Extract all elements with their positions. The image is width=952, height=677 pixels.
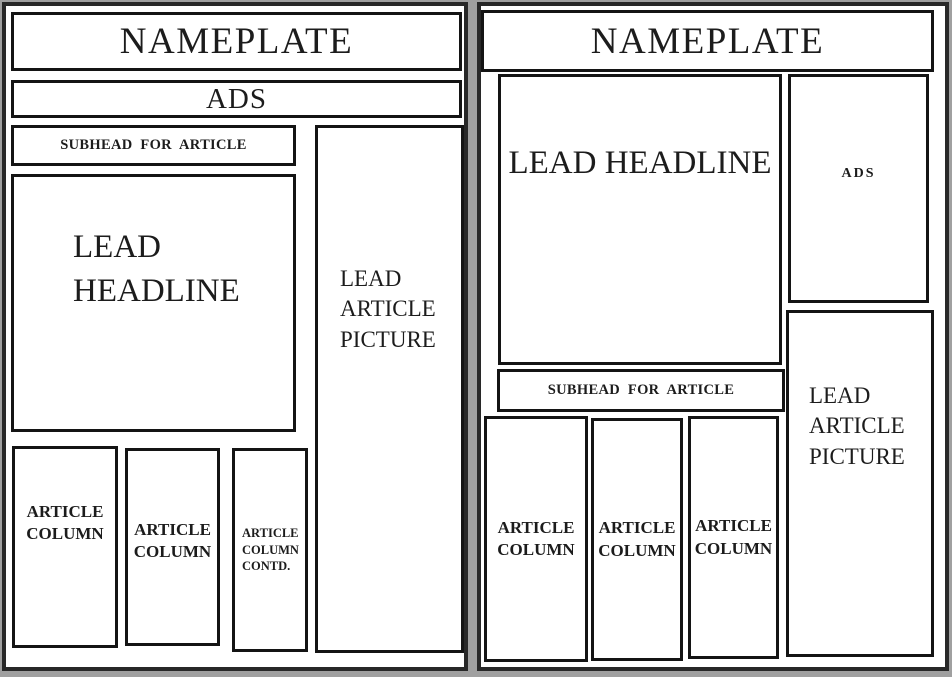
right-subhead-box: SUBHEAD FOR ARTICLE xyxy=(497,369,785,412)
right-lead-article-picture-label: LEAD ARTICLE PICTURE xyxy=(809,383,905,469)
left-article-column-1: ARTICLE COLUMN xyxy=(12,446,118,648)
right-article-column-3: ARTICLE COLUMN xyxy=(688,416,779,659)
left-nameplate-box: NAMEPLATE xyxy=(11,12,462,71)
right-article-column-1: ARTICLE COLUMN xyxy=(484,416,588,662)
right-lead-article-picture-box: LEAD ARTICLE PICTURE xyxy=(786,310,934,657)
right-article-column-1-label: ARTICLE COLUMN xyxy=(497,517,575,559)
left-article-column-contd: ARTICLE COLUMN CONTD. xyxy=(232,448,308,652)
page-layout-right: NAMEPLATE LEAD HEADLINE ADS SUBHEAD FOR … xyxy=(477,2,949,671)
right-article-column-2: ARTICLE COLUMN xyxy=(591,418,683,661)
right-nameplate-box: NAMEPLATE xyxy=(481,10,934,72)
right-lead-headline-label: LEAD HEADLINE xyxy=(508,145,772,181)
right-nameplate-label: NAMEPLATE xyxy=(590,20,825,62)
left-lead-article-picture-box: LEAD ARTICLE PICTURE xyxy=(315,125,464,653)
right-subhead-label: SUBHEAD FOR ARTICLE xyxy=(547,382,735,398)
right-article-column-2-label: ARTICLE COLUMN xyxy=(598,518,676,560)
left-lead-article-picture-label: LEAD ARTICLE PICTURE xyxy=(340,266,436,352)
right-ads-box: ADS xyxy=(788,74,929,303)
left-lead-headline-label: LEAD HEADLINE xyxy=(73,229,240,309)
left-article-column-1-label: ARTICLE COLUMN xyxy=(26,501,104,543)
left-subhead-box: SUBHEAD FOR ARTICLE xyxy=(11,125,296,166)
right-ads-label: ADS xyxy=(841,165,876,181)
left-subhead-label: SUBHEAD FOR ARTICLE xyxy=(60,137,247,153)
page-layout-left: NAMEPLATE ADS SUBHEAD FOR ARTICLE LEAD H… xyxy=(2,2,468,671)
right-lead-headline-box: LEAD HEADLINE xyxy=(498,74,782,365)
left-article-column-2-label: ARTICLE COLUMN xyxy=(133,519,212,561)
left-ads-label: ADS xyxy=(205,82,267,115)
left-article-column-2: ARTICLE COLUMN xyxy=(125,448,220,646)
left-lead-headline-box: LEAD HEADLINE xyxy=(11,174,296,432)
left-nameplate-label: NAMEPLATE xyxy=(119,21,354,62)
right-article-column-3-label: ARTICLE COLUMN xyxy=(694,516,773,558)
left-ads-box: ADS xyxy=(11,80,462,118)
left-article-column-contd-label: ARTICLE COLUMN CONTD. xyxy=(242,525,299,574)
